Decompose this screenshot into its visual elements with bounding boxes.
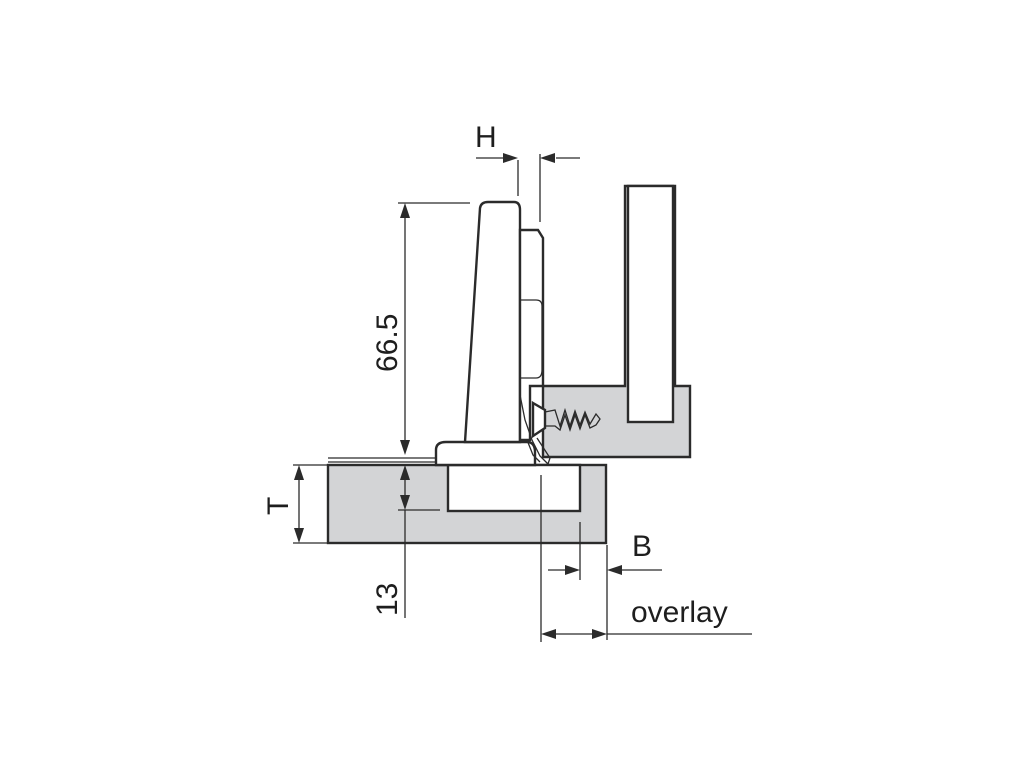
dimension-thickness: T	[262, 464, 328, 544]
label-t: T	[262, 497, 295, 515]
dimension-height: 66.5	[371, 202, 470, 455]
dimension-overlay: overlay	[540, 475, 752, 642]
label-b: B	[632, 530, 652, 563]
dimension-cup-depth: 13	[371, 465, 440, 618]
label-h: H	[475, 121, 497, 154]
hinge-arm	[434, 200, 551, 467]
label-height: 66.5	[371, 314, 404, 372]
cabinet-side-panel	[541, 184, 692, 459]
screw	[531, 400, 601, 439]
door-panel	[326, 463, 608, 545]
dimension-b: B	[548, 522, 662, 640]
dimension-h: H	[475, 121, 580, 222]
label-depth: 13	[371, 583, 404, 616]
label-overlay: overlay	[631, 596, 728, 629]
